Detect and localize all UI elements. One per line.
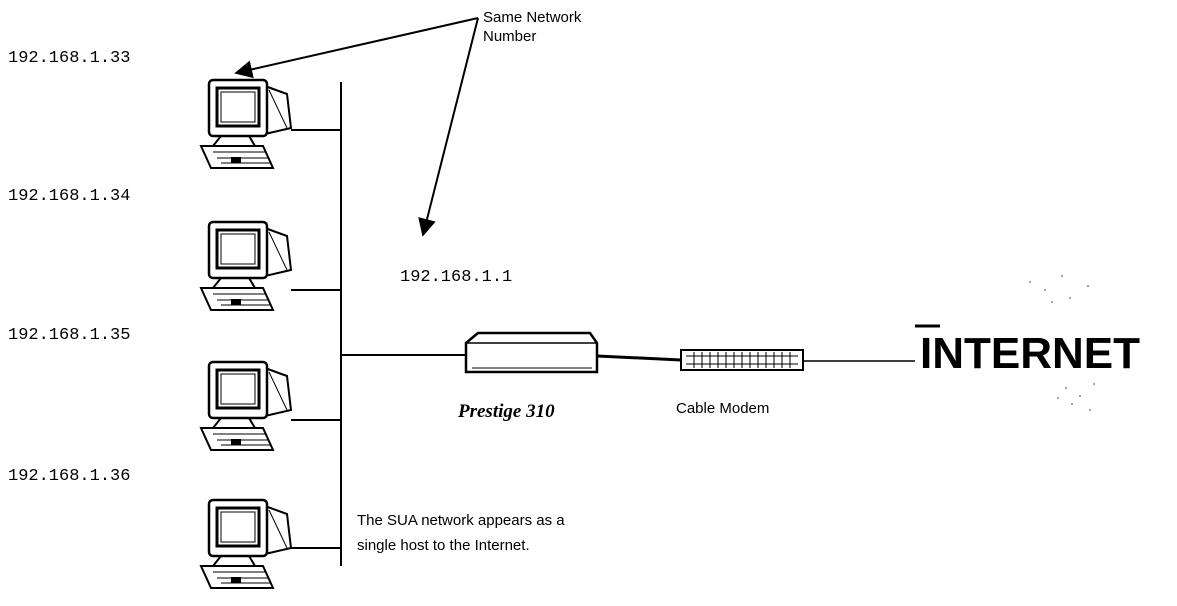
host-ip-label: 192.168.1.33 bbox=[8, 49, 130, 68]
computer-icon bbox=[199, 220, 293, 312]
router-ip-label: 192.168.1.1 bbox=[400, 268, 512, 287]
router-label: Prestige 310 bbox=[457, 401, 555, 422]
host-ip-label: 192.168.1.35 bbox=[8, 326, 130, 345]
computer-icon bbox=[199, 360, 293, 452]
annotation-line-2: Number bbox=[483, 28, 536, 45]
cable-modem-device bbox=[680, 349, 804, 371]
annotation-line-1: Same Network bbox=[483, 9, 582, 26]
modem-label: Cable Modem bbox=[676, 400, 769, 417]
router-device bbox=[464, 331, 599, 374]
host-ip-label: 192.168.1.34 bbox=[8, 187, 130, 206]
host-ip-label: 192.168.1.36 bbox=[8, 467, 130, 486]
cloud-speckle bbox=[1029, 275, 1095, 411]
note-line-2: single host to the Internet. bbox=[357, 537, 530, 554]
annotation-arrow bbox=[418, 17, 479, 237]
computer-icon bbox=[199, 498, 293, 590]
note-line-1: The SUA network appears as a bbox=[357, 512, 565, 529]
router-to-modem-line bbox=[596, 354, 682, 362]
computer-icon bbox=[199, 78, 293, 170]
annotation-arrow bbox=[234, 17, 479, 79]
internet-label: INTERNET bbox=[920, 329, 1140, 378]
